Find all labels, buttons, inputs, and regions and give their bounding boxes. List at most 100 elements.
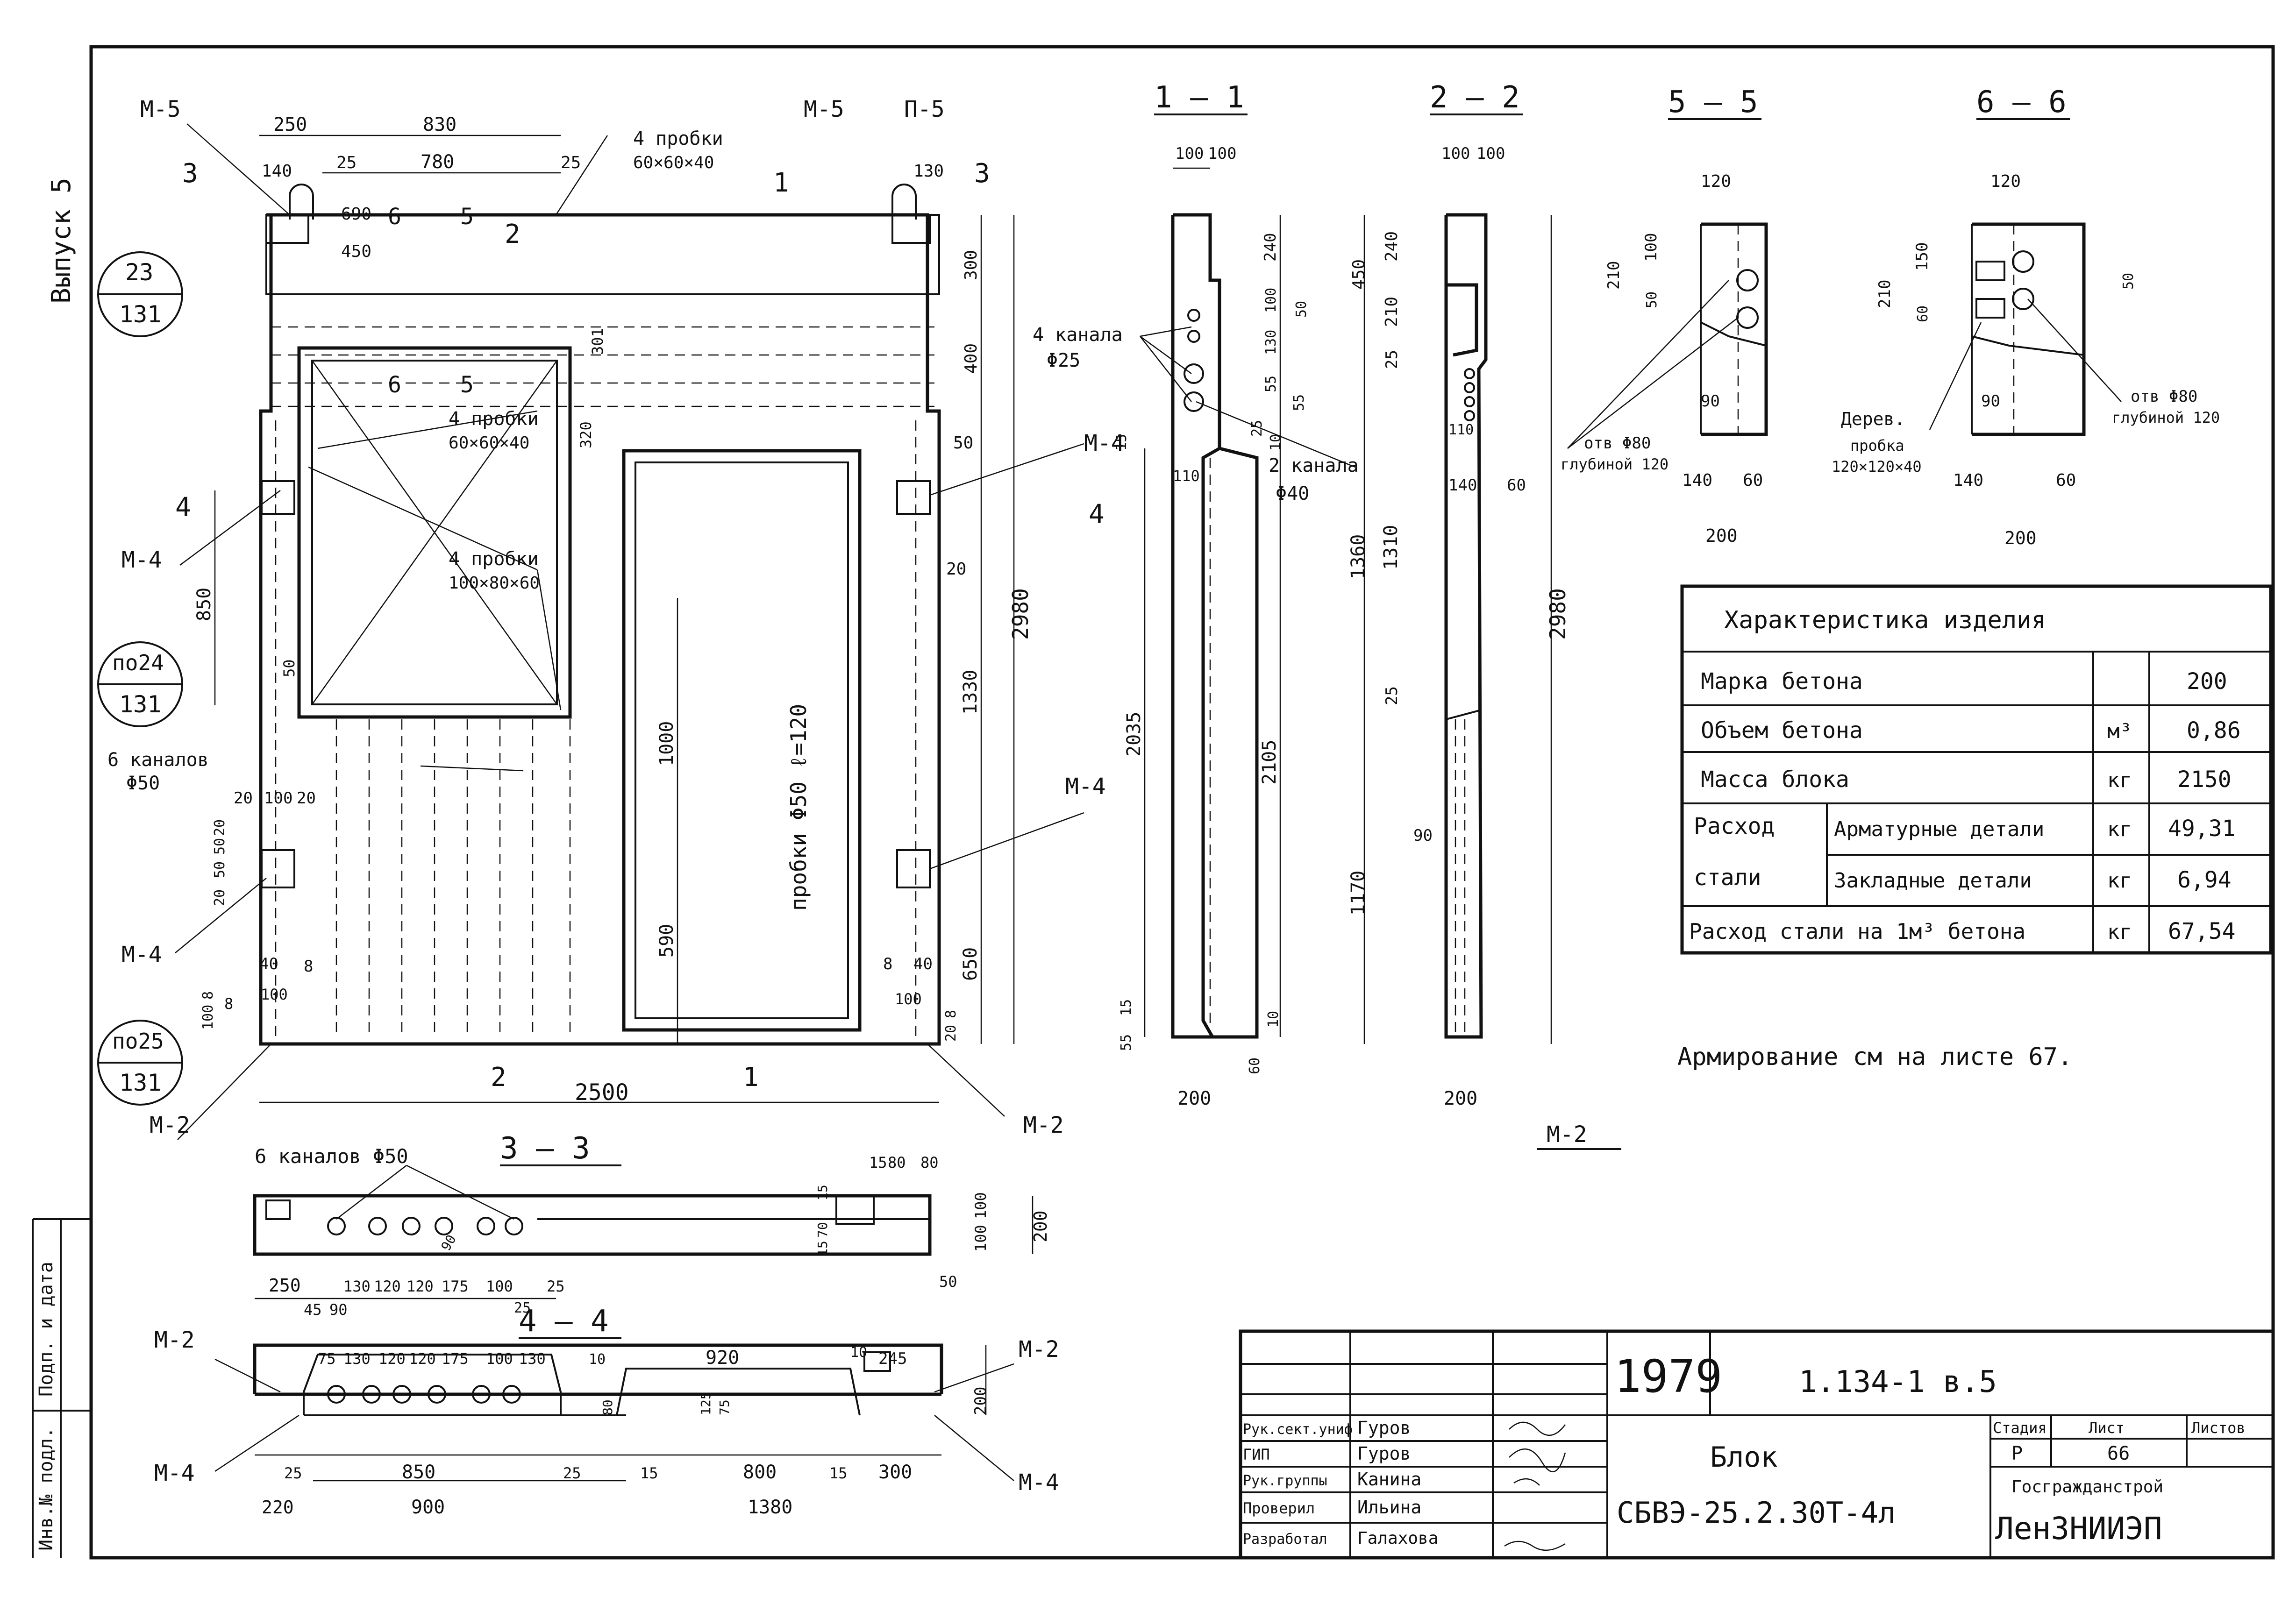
dim: 450 — [341, 242, 371, 261]
dim: 40 — [913, 955, 933, 973]
dim: 400 — [962, 343, 981, 374]
dim: 50 — [212, 838, 228, 855]
label-m2-right: М-2 — [1023, 1112, 1064, 1138]
total-unit: кг — [2107, 920, 2132, 944]
callout-circle — [97, 641, 183, 727]
dim: 80 — [888, 1154, 906, 1171]
channels-6-diam: Φ50 — [126, 773, 160, 794]
callout-circle — [97, 1020, 183, 1106]
dim: 800 — [743, 1462, 777, 1483]
dim: 20 — [943, 1025, 959, 1042]
dim: 90 — [1701, 392, 1720, 411]
dim: 210 — [1875, 280, 1894, 308]
dim: 245 — [878, 1349, 907, 1368]
stamp-name: Гуров — [1357, 1443, 1411, 1464]
embed-m4 — [896, 849, 931, 888]
pads-2-size: 60×60×40 — [449, 433, 529, 453]
pads-1-size: 60×60×40 — [633, 153, 714, 172]
dim: 50 — [280, 659, 298, 677]
char-row-label: Масса блока — [1701, 766, 1849, 793]
dim: 25 — [561, 153, 581, 172]
stamp-series: 1.134-1 в.5 — [1799, 1365, 1997, 1399]
steel-r2v: 6,94 — [2177, 867, 2232, 893]
stamp-name: Канина — [1357, 1469, 1421, 1490]
main-view: М-5 П-5 М-5 М-4 М-4 М-4 М-4 М-2 М-2 4 пр… — [97, 96, 1125, 1140]
dim: 15 — [1113, 434, 1130, 451]
dim: 80 — [600, 1399, 615, 1415]
section-5-5: 5 — 5 120 210 100 50 90 140 60 200 отв Φ… — [1561, 85, 1768, 546]
stamp-role: Рук.сект.униф — [1243, 1421, 1353, 1438]
window-inner — [311, 360, 558, 705]
section-mark: 5 — [460, 204, 474, 230]
dim: 110 — [1173, 467, 1200, 485]
dim: 130 — [913, 162, 944, 181]
dim: 140 — [1448, 476, 1477, 495]
stamp-name: Гуров — [1357, 1418, 1411, 1438]
dim: 920 — [706, 1347, 739, 1369]
embed-m4 — [896, 480, 931, 515]
steel-label2: стали — [1694, 865, 1761, 891]
s4-label-m4-right: М-4 — [1019, 1469, 1059, 1496]
dim: 850 — [193, 588, 215, 621]
stamp-year: 1979 — [1614, 1350, 1722, 1403]
dim: 100 — [264, 789, 292, 808]
dim: 10 — [589, 1351, 606, 1368]
callout-2-bottom: 131 — [119, 691, 161, 718]
lifting-loop-left — [289, 184, 314, 220]
callout-3-bottom: 131 — [119, 1069, 161, 1096]
dim: 590 — [656, 924, 677, 958]
dim: 140 — [1953, 471, 1983, 490]
s1-note-k4d: Φ25 — [1047, 350, 1080, 371]
pads-2: 4 пробки — [449, 408, 539, 430]
callout-circle — [97, 251, 183, 337]
stamp-role: Проверил — [1243, 1499, 1315, 1517]
dim: 100 — [972, 1192, 990, 1219]
dim: 140 — [262, 162, 292, 181]
stage-value: Р — [2011, 1443, 2023, 1464]
section-6-6: 6 — 6 120 210 150 60 50 90 140 60 200 от… — [1832, 85, 2220, 548]
pads-3-size: 100×80×60 — [449, 574, 540, 593]
steel-r1u: кг — [2107, 817, 2132, 841]
s1-note-k4: 4 канала — [1033, 324, 1123, 346]
pads-3: 4 пробки — [449, 548, 539, 570]
dim: 2980 — [1545, 588, 1570, 640]
dim: 250 — [273, 114, 307, 135]
section-mark: 1 — [743, 1062, 759, 1093]
dim: 25 — [1249, 420, 1265, 437]
section-mark: 4 — [1089, 499, 1105, 530]
dim: 10 — [850, 1344, 867, 1361]
dim: 8 — [200, 991, 216, 1000]
dim: 50 — [1644, 291, 1660, 308]
dim: 8 — [304, 957, 313, 976]
dim: 240 — [1382, 231, 1401, 262]
dim: 20 — [297, 789, 316, 808]
dim: 15 — [640, 1464, 658, 1482]
dim: 2500 — [575, 1079, 629, 1106]
steel-r2u: кг — [2107, 869, 2132, 893]
dim: 130 — [343, 1277, 371, 1295]
section-1-1: 1 — 1 4 канала Φ25 2 канала Φ40 100 100 … — [1033, 80, 1359, 1109]
label-m4-right-bottom: М-4 — [1065, 774, 1106, 800]
dim: 100 — [1476, 144, 1505, 163]
dim: 120 — [409, 1350, 436, 1368]
dim: 301 — [589, 328, 606, 355]
dim: 300 — [962, 250, 981, 280]
dim: 60 — [2056, 471, 2076, 490]
org-2: ЛенЗНИИЭП — [1995, 1511, 2162, 1547]
dim: 2105 — [1259, 740, 1280, 785]
section-3-3: 3 — 3 6 каналов Φ50 15 80 80 15 70 15 10… — [253, 1131, 1051, 1319]
s6-plug: Дерев. — [1841, 409, 1905, 429]
sheet-frame — [89, 45, 2275, 1560]
section-2-title: 2 — 2 — [1430, 80, 1520, 115]
steel-r2: Закладные детали — [1834, 869, 2032, 893]
label-p5: П-5 — [904, 96, 945, 122]
s6-plug3: 120×120×40 — [1832, 458, 1922, 475]
pads-1: 4 пробки — [633, 128, 723, 149]
section-4-title: 4 — 4 — [519, 1304, 609, 1339]
dim: 90 — [438, 1232, 459, 1254]
section-mark: 1 — [773, 168, 789, 198]
label-m5-right: М-5 — [804, 96, 844, 122]
dim: 100 — [1208, 144, 1236, 163]
door-opening — [622, 449, 862, 1032]
characteristics-table: Характеристика изделия Марка бетона 200 … — [1680, 584, 2273, 955]
